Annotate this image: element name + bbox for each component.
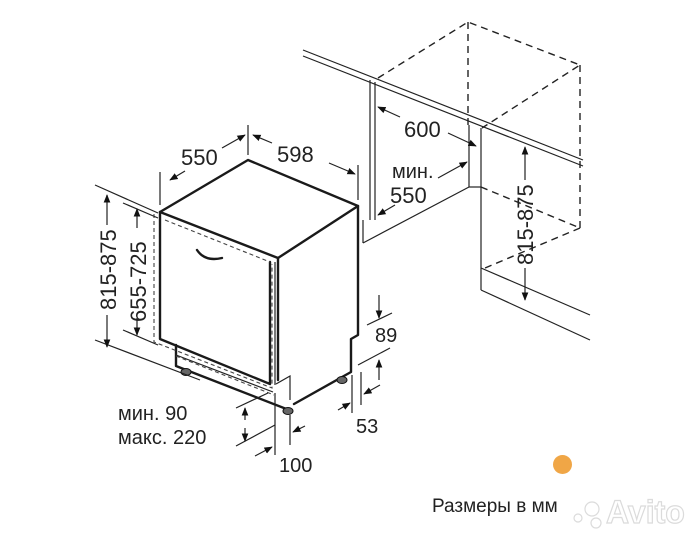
foot-offset-dimension: 53 xyxy=(337,372,381,438)
niche-depth-dimension: мин. 550 xyxy=(377,161,468,216)
depth-dimension: 550 xyxy=(159,125,249,205)
plinth-depth-dimension: 100 xyxy=(254,393,312,477)
height-dimensions: 815-875 655-725 xyxy=(94,184,201,381)
svg-text:макс. 220: макс. 220 xyxy=(118,427,206,449)
accent-dot xyxy=(553,455,572,474)
niche-cabinet xyxy=(302,21,591,341)
niche-width-dimension: 600 xyxy=(377,106,477,147)
width-dimension: 598 xyxy=(252,134,359,200)
svg-text:600: 600 xyxy=(404,117,441,142)
units-caption: Размеры в мм xyxy=(432,496,558,517)
svg-text:мин.: мин. xyxy=(392,161,434,183)
svg-text:89: 89 xyxy=(375,325,397,347)
plinth-dimension: мин. 90 макс. 220 xyxy=(118,392,276,449)
svg-text:100: 100 xyxy=(279,455,312,477)
vent-gap-dimension: 89 xyxy=(357,295,397,380)
svg-text:655-725: 655-725 xyxy=(126,241,151,322)
svg-text:550: 550 xyxy=(181,145,218,170)
svg-text:598: 598 xyxy=(277,142,314,167)
svg-text:Avito: Avito xyxy=(606,494,685,530)
svg-text:550: 550 xyxy=(390,183,427,208)
svg-text:815-875: 815-875 xyxy=(96,229,121,310)
niche-height-dimension: 815-875 xyxy=(513,146,538,301)
svg-text:815-875: 815-875 xyxy=(513,184,538,265)
avito-watermark: Avito xyxy=(573,493,685,531)
dishwasher-body xyxy=(153,158,360,415)
svg-text:53: 53 xyxy=(356,416,378,438)
svg-text:мин. 90: мин. 90 xyxy=(118,403,187,425)
